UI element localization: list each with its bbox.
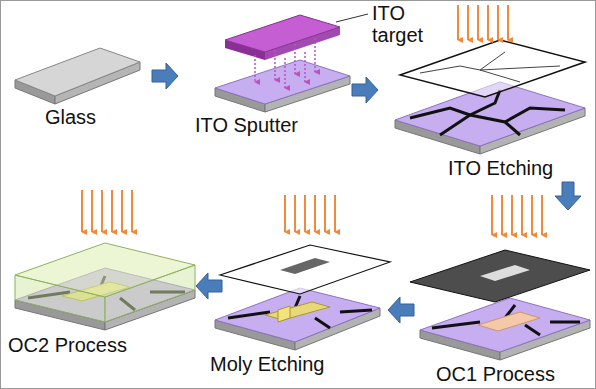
step-label: OC1 Process [436,363,555,385]
step-label: Glass [45,106,96,128]
step-label: Moly Etching [210,353,325,375]
oc2-step [15,190,195,330]
step-label: ITO Sputter [195,114,298,136]
moly-etching-step [215,195,390,350]
oc1-step [410,195,590,360]
step-label: ITO target [372,2,436,46]
ito-sputter-step [215,14,368,112]
step-arrows [152,63,581,323]
ito-etching-step [395,5,585,154]
glass-plate [15,48,140,104]
step-label: OC2 Process [8,334,127,356]
step-label: ITO Etching [448,157,553,179]
